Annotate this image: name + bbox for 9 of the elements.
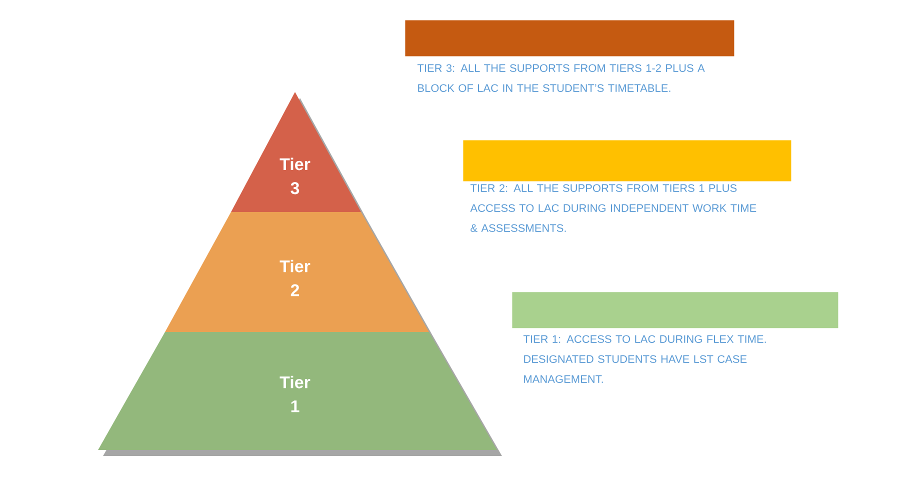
pyramid-tier: Tier 2 xyxy=(165,212,434,338)
pyramid-tier: Tier 1 xyxy=(98,332,502,456)
description-text: TIER 2: ALL THE SUPPORTS FROM TIERS 1 PLUS ACCESS TO LAC DURING INDEPENDENT WORK TIME & ASSESSMENTS. xyxy=(470,184,756,232)
pyramid-tier: Tier 3 xyxy=(231,92,366,218)
color-bar xyxy=(512,292,838,328)
color-bar xyxy=(405,20,734,56)
description-text: TIER 3: ALL THE SUPPORTS FROM TIERS 1-2 PLUS A BLOCK OF LAC IN THE STUDENT’S TIMETABLE. xyxy=(417,64,705,92)
color-bar xyxy=(463,140,792,182)
description-text: TIER 1: ACCESS TO LAC DURING FLEX TIME. DESIGNATED STUDENTS HAVE LST CASE MANAGEMENT. xyxy=(523,335,766,383)
